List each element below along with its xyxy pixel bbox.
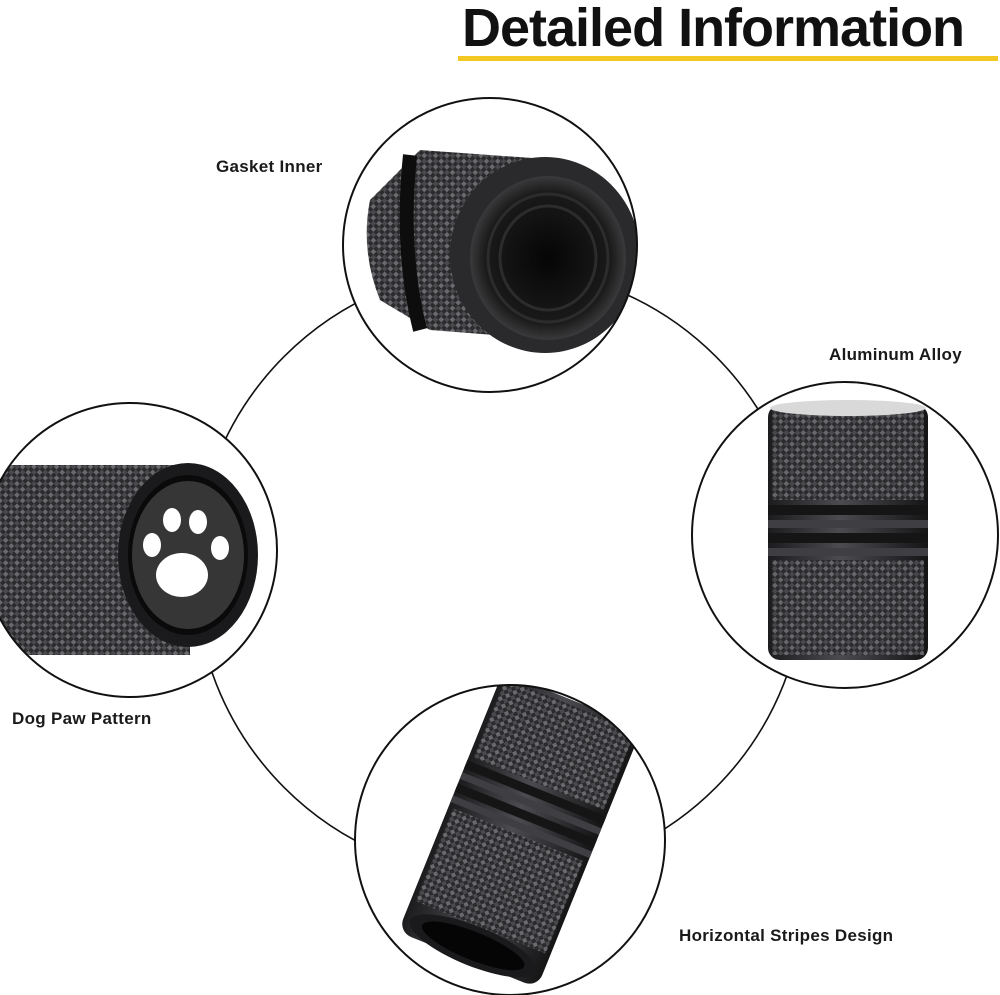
title-underline xyxy=(458,56,998,61)
valve-cap-side-icon xyxy=(691,381,999,689)
feature-label-horizontal-stripes: Horizontal Stripes Design xyxy=(679,926,894,945)
feature-label-aluminum-alloy: Aluminum Alloy xyxy=(829,345,962,364)
valve-cap-stripes-icon xyxy=(354,684,666,995)
page-title: Detailed Information xyxy=(462,0,965,58)
feature-label-dog-paw-pattern: Dog Paw Pattern xyxy=(12,709,152,728)
valve-cap-open-end-icon xyxy=(342,97,638,393)
valve-cap-paw-top-icon xyxy=(0,402,278,698)
feature-label-gasket-inner: Gasket Inner xyxy=(216,157,323,176)
